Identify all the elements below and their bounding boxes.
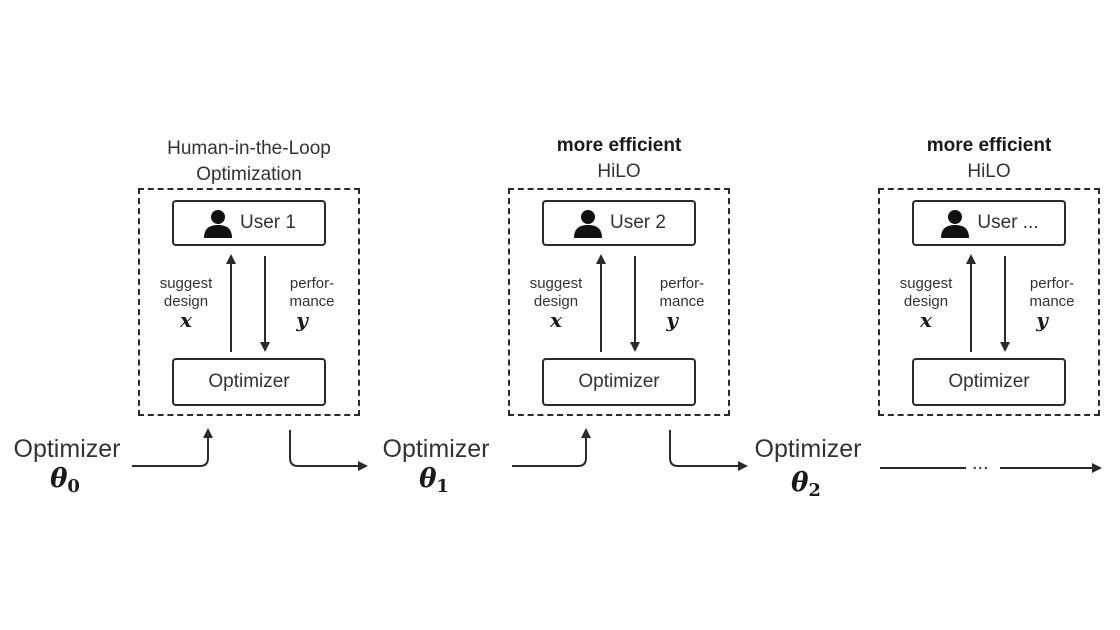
performance-variable-y: y bbox=[1036, 308, 1048, 332]
hilo-frame bbox=[138, 188, 360, 416]
right-label-line2: mance bbox=[1029, 293, 1075, 310]
user-box: User 1 bbox=[172, 200, 326, 246]
feed-in-arrow bbox=[132, 428, 213, 467]
user-box: User 2 bbox=[542, 200, 696, 246]
right-label-line2: mance bbox=[659, 293, 705, 310]
right-label-line2: mance bbox=[289, 293, 335, 310]
optimizer-box-label: Optimizer bbox=[208, 371, 290, 392]
optimizer-box-label: Optimizer bbox=[948, 371, 1030, 392]
performance-variable-y: y bbox=[666, 308, 678, 332]
theta-subscript: 0 bbox=[67, 476, 80, 497]
left-label-line1: suggest bbox=[529, 275, 583, 292]
optimizer-box-label: Optimizer bbox=[578, 371, 660, 392]
design-variable-x: x bbox=[550, 308, 562, 332]
stage-header-line2: Optimization bbox=[196, 164, 302, 185]
feed-out-arrow bbox=[289, 430, 368, 471]
user-label: User 1 bbox=[240, 212, 296, 233]
user-box: User ... bbox=[912, 200, 1066, 246]
user-label: User ... bbox=[977, 212, 1039, 233]
feed-out-arrow bbox=[669, 430, 748, 471]
theta-base: θ bbox=[50, 464, 68, 494]
theta-base: θ bbox=[419, 464, 437, 494]
performance-label: perfor-mance bbox=[644, 275, 720, 311]
feed-in-arrow bbox=[512, 428, 591, 467]
theta-subscript: 2 bbox=[808, 480, 821, 501]
right-label-line1: perfor- bbox=[659, 275, 705, 292]
stage-header-line1: more efficient bbox=[926, 135, 1052, 156]
theta-symbol: θ2 bbox=[766, 468, 846, 501]
left-label-line1: suggest bbox=[899, 275, 953, 292]
stage-header-line1: more efficient bbox=[556, 135, 682, 156]
optimizer-state-label: Optimizer bbox=[13, 435, 121, 463]
performance-variable-y: y bbox=[296, 308, 308, 332]
left-label-line2: design bbox=[903, 293, 949, 310]
optimizer-box: Optimizer bbox=[172, 358, 326, 406]
left-label-line1: suggest bbox=[159, 275, 213, 292]
stage-header-line2: HiLO bbox=[967, 161, 1011, 182]
right-label-line1: perfor- bbox=[1029, 275, 1075, 292]
connector-arrows bbox=[132, 254, 1102, 473]
optimizer-state-label: Optimizer bbox=[382, 435, 490, 463]
design-variable-x: x bbox=[180, 308, 192, 332]
right-label-line1: perfor- bbox=[289, 275, 335, 292]
optimizer-box: Optimizer bbox=[912, 358, 1066, 406]
design-variable-x: x bbox=[920, 308, 932, 332]
stage-header-line2: HiLO bbox=[597, 161, 641, 182]
theta-symbol: θ0 bbox=[25, 464, 105, 497]
performance-label: perfor-mance bbox=[1014, 275, 1090, 311]
left-label-line2: design bbox=[163, 293, 209, 310]
stage-header-line1: Human-in-the-Loop bbox=[167, 138, 331, 159]
optimizer-box: Optimizer bbox=[542, 358, 696, 406]
theta-base: θ bbox=[791, 468, 809, 498]
user-icon bbox=[204, 210, 233, 238]
hilo-frame bbox=[508, 188, 730, 416]
performance-label: perfor-mance bbox=[274, 275, 350, 311]
theta-subscript: 1 bbox=[436, 476, 449, 497]
theta-symbol: θ1 bbox=[394, 464, 474, 497]
user-label: User 2 bbox=[610, 212, 666, 233]
optimizer-state-label: Optimizer bbox=[754, 435, 862, 463]
user-icon bbox=[941, 210, 970, 238]
continuation-ellipsis: ... bbox=[972, 452, 989, 474]
hilo-frame bbox=[878, 188, 1100, 416]
user-icon bbox=[574, 210, 603, 238]
left-label-line2: design bbox=[533, 293, 579, 310]
